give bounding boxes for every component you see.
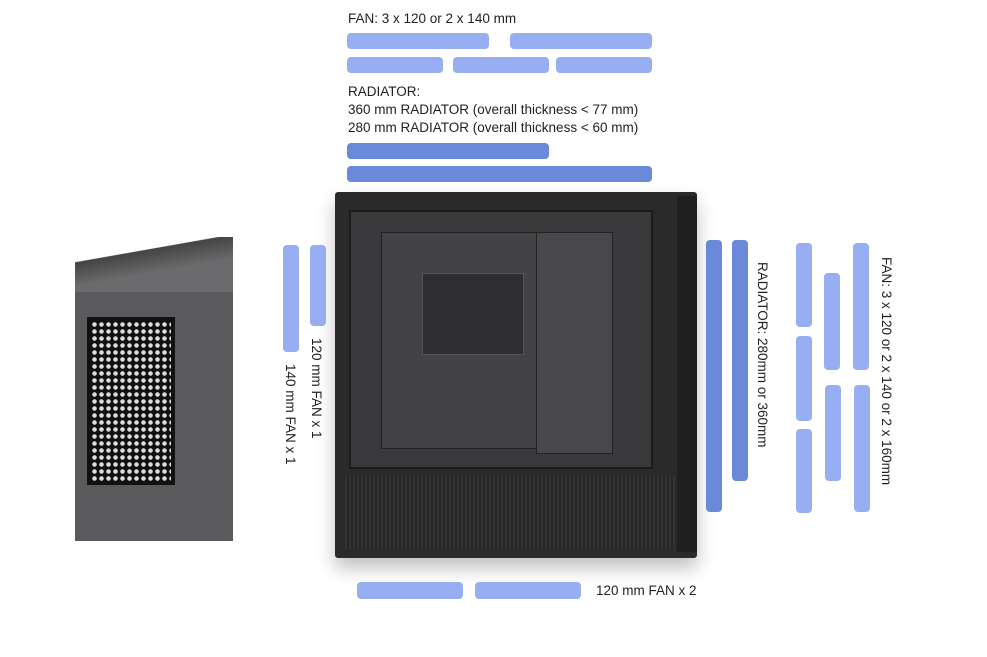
top-radiator-280-bar	[347, 143, 549, 159]
top-fan-140-slot	[347, 33, 489, 49]
front-fan-160-slot	[854, 385, 870, 512]
cpu-cutout	[422, 273, 524, 355]
rear-fan-120-label: 120 mm FAN x 1	[309, 338, 324, 439]
bottom-fan-label: 120 mm FAN x 2	[596, 583, 697, 598]
cable-management-panel	[536, 232, 613, 454]
psu-shroud-mesh	[345, 475, 675, 550]
front-fan-120-slot	[796, 336, 812, 421]
case-roof	[75, 237, 233, 292]
front-fan-120-slot	[796, 429, 812, 513]
pc-case-image	[335, 192, 697, 558]
front-radiator-360-bar	[706, 240, 722, 512]
front-fan-120-slot	[796, 243, 812, 327]
front-fan-140-slot	[824, 273, 840, 370]
perforated-panel	[87, 317, 175, 485]
rear-fan-120-bar	[310, 245, 326, 326]
motherboard-tray	[381, 232, 543, 449]
front-fan-140-slot	[825, 385, 841, 481]
top-radiator-280: 280 mm RADIATOR (overall thickness < 60 …	[348, 120, 639, 135]
front-panel	[677, 196, 697, 552]
front-radiator-label: RADIATOR: 280mm or 360mm	[755, 262, 770, 448]
case-side-detail-image	[75, 237, 233, 541]
top-radiator-360: 360 mm RADIATOR (overall thickness < 77 …	[348, 102, 639, 117]
top-fan-label: FAN: 3 x 120 or 2 x 140 mm	[348, 11, 517, 26]
rear-fan-140-label: 140 mm FAN x 1	[283, 364, 298, 465]
top-radiator-title: RADIATOR:	[348, 84, 421, 99]
bottom-fan-slot	[475, 582, 581, 599]
rear-fan-140-bar	[283, 245, 299, 352]
top-fan-120-slot	[453, 57, 549, 73]
top-fan-140-slot	[510, 33, 652, 49]
top-fan-120-slot	[347, 57, 443, 73]
case-interior	[349, 210, 653, 469]
bottom-fan-slot	[357, 582, 463, 599]
front-fan-label: FAN: 3 x 120 or 2 x 140 or 2 x 160mm	[879, 257, 894, 486]
top-radiator-360-bar	[347, 166, 652, 182]
front-fan-160-slot	[853, 243, 869, 370]
top-fan-120-slot	[556, 57, 652, 73]
front-radiator-280-bar	[732, 240, 748, 481]
